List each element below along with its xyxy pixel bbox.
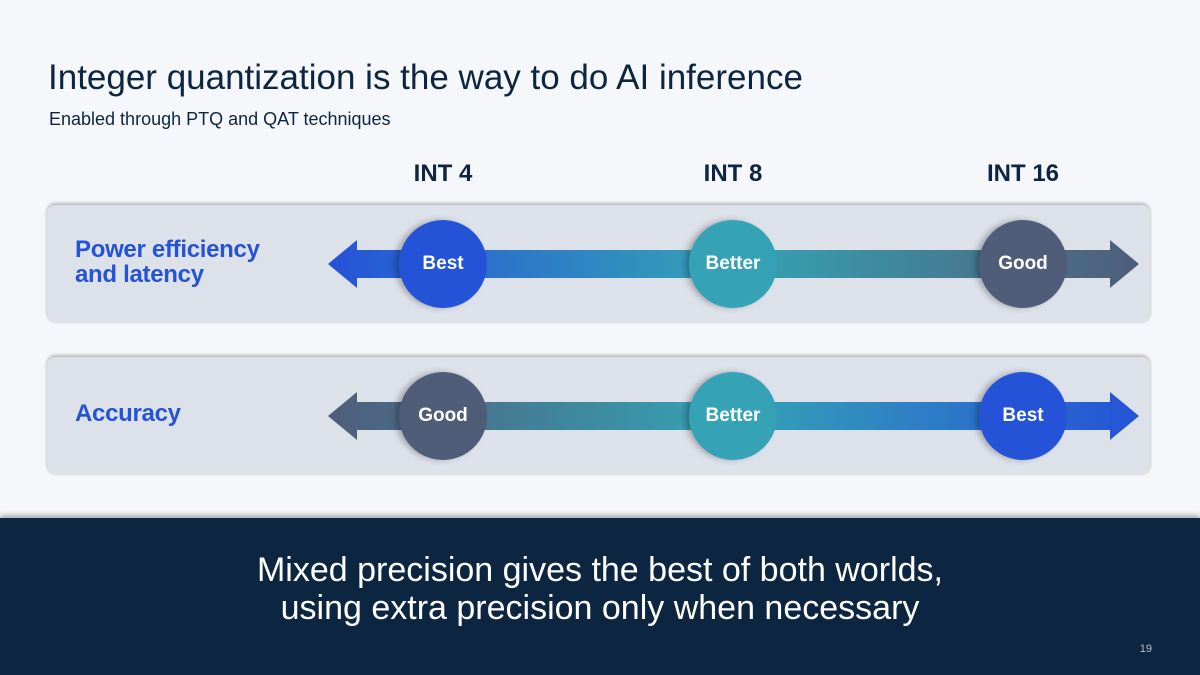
page-number: 19 [1139, 643, 1152, 655]
slide-title: Integer quantization is the way to do AI… [48, 58, 803, 97]
rating-accuracy-int8: Better [689, 372, 777, 460]
slide-subtitle: Enabled through PTQ and QAT techniques [49, 109, 391, 129]
footer-banner: Mixed precision gives the best of both w… [0, 518, 1200, 675]
rating-accuracy-int16: Best [979, 372, 1067, 460]
rating-power-int8: Better [689, 220, 777, 308]
row-label-accuracy: Accuracy [75, 400, 181, 427]
rating-power-int16: Good [979, 220, 1067, 308]
rating-power-int4: Best [399, 220, 487, 308]
column-header-int16: INT 16 [986, 160, 1060, 187]
column-header-int4: INT 4 [413, 160, 473, 187]
rating-accuracy-int4: Good [399, 372, 487, 460]
column-header-int8: INT 8 [703, 160, 763, 187]
footer-message: Mixed precision gives the best of both w… [256, 551, 943, 627]
